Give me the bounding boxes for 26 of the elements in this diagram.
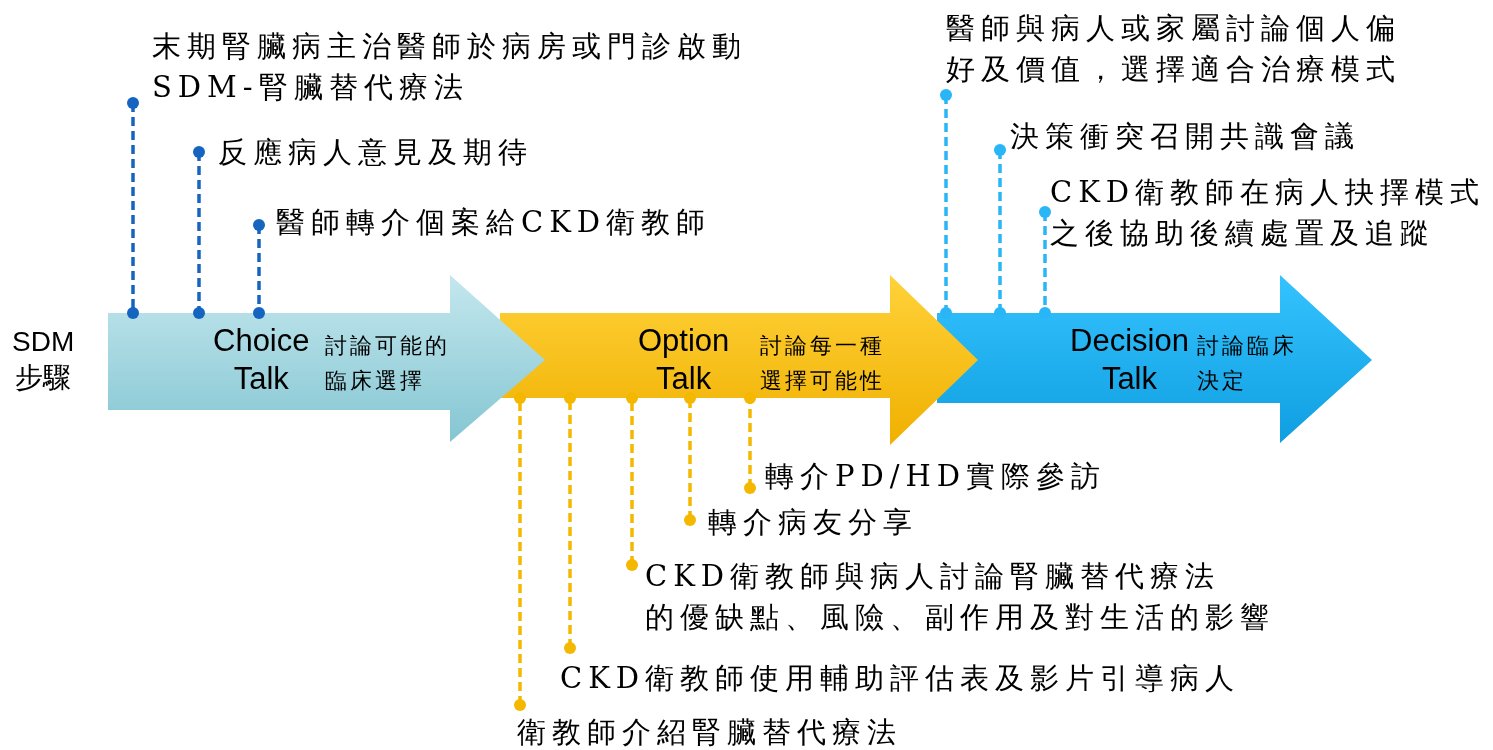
callout-text: 轉介PD/HD實際參訪 xyxy=(765,456,1107,497)
callout-text: 轉介病友分享 xyxy=(708,502,918,543)
callout-text: 反應病人意見及期待 xyxy=(218,132,533,173)
stage-description: 討論臨床決定 xyxy=(1197,332,1297,395)
callout-text: CKD衛教師在病人抉擇模式之後協助後續處置及追蹤 xyxy=(1050,172,1486,254)
callout-text: 醫師與病人或家屬討論個人偏好及價值，選擇適合治療模式 xyxy=(946,8,1401,90)
leader-line xyxy=(684,392,696,526)
leader-line xyxy=(253,219,265,319)
stage-title: Decision Talk xyxy=(1070,322,1189,398)
leader-line xyxy=(626,392,638,571)
callout-text: 決策衝突召開共識會議 xyxy=(1010,116,1360,157)
stage-description: 討論可能的臨床選擇 xyxy=(325,332,450,395)
callout-text: CKD衛教師使用輔助評估表及影片引導病人 xyxy=(560,658,1241,699)
stage-title: Choice Talk xyxy=(213,322,310,398)
callout-text: CKD衛教師與病人討論腎臟替代療法的優缺點、風險、副作用及對生活的影響 xyxy=(645,556,1275,638)
callout-text: 末期腎臟病主治醫師於病房或門診啟動SDM-腎臟替代療法 xyxy=(152,26,747,108)
leader-line xyxy=(127,97,139,319)
stage-title: Option Talk xyxy=(638,322,730,398)
stage-description: 討論每一種選擇可能性 xyxy=(760,332,885,395)
side-label: SDM步驟 xyxy=(12,325,75,395)
leader-line xyxy=(193,146,205,319)
leader-line xyxy=(514,392,526,711)
leader-line xyxy=(564,392,576,654)
callout-text: 衛教師介紹腎臟替代療法 xyxy=(517,712,902,750)
leader-line xyxy=(744,392,756,494)
callout-text: 醫師轉介個案給CKD衛教師 xyxy=(276,202,712,243)
